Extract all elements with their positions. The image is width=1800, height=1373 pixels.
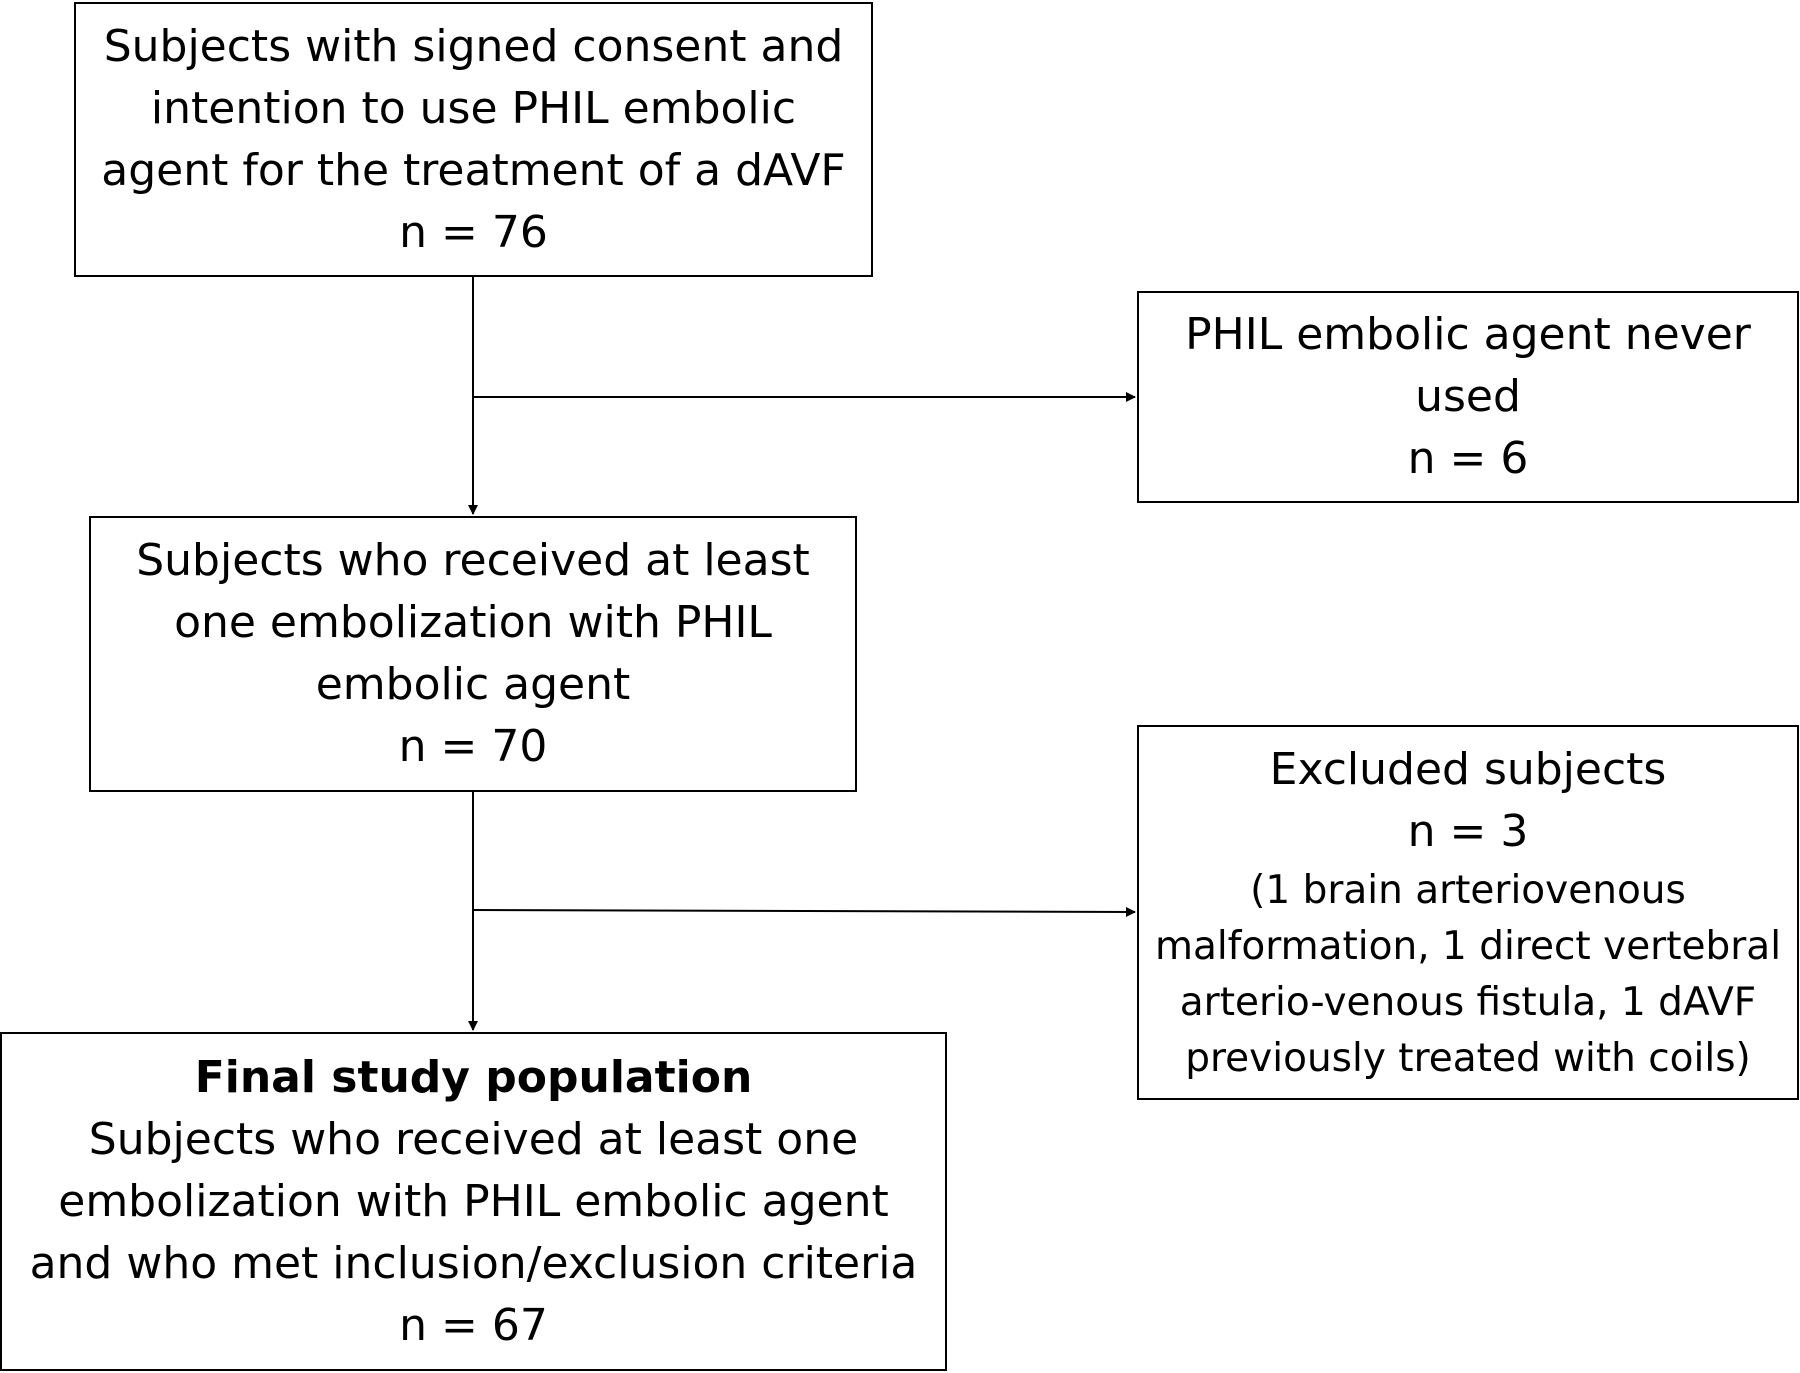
exclusion-note-line: (1 brain arteriovenous (1250, 867, 1686, 913)
exclusion-note-line: previously treated with coils) (1185, 1035, 1751, 1081)
exclusion-note-line: arterio-venous fistula, 1 dAVF (1179, 979, 1757, 1025)
box-line: and who met inclusion/exclusion criteria (29, 1237, 918, 1289)
box-count: n = 6 (1407, 433, 1529, 484)
box-line: Subjects who received at least (136, 535, 810, 586)
box-final-study-population: Final study population Subjects who rece… (0, 1032, 947, 1371)
box-line: embolic agent (315, 659, 631, 710)
box-line: Subjects with signed consent and (103, 20, 844, 72)
exclusion-note-line: malformation, 1 direct vertebral (1154, 923, 1782, 969)
box-count: n = 70 (398, 721, 548, 772)
box-line: one embolization with PHIL (174, 597, 772, 648)
box-line: Excluded subjects (1269, 743, 1667, 795)
box-count: n = 3 (1407, 805, 1529, 857)
box-excluded-subjects: Excluded subjects n = 3 (1 brain arterio… (1137, 725, 1799, 1100)
box-count: n = 76 (399, 206, 548, 258)
box-line: embolization with PHIL embolic agent (58, 1175, 889, 1227)
box-count: n = 67 (399, 1299, 548, 1351)
box-received-embolization: Subjects who received at least one embol… (89, 516, 857, 792)
box-line: agent for the treatment of a dAVF (101, 144, 846, 196)
box-heading: Final study population (194, 1051, 753, 1103)
box-intention-to-treat: Subjects with signed consent and intenti… (74, 2, 873, 277)
box-line: Subjects who received at least one (88, 1113, 859, 1165)
box-never-used: PHIL embolic agent never used n = 6 (1137, 291, 1799, 503)
box-line: PHIL embolic agent never (1185, 309, 1751, 360)
connector-to-excluded (472, 906, 1136, 917)
box-line: used (1415, 371, 1521, 422)
box-line: intention to use PHIL embolic (150, 82, 797, 134)
